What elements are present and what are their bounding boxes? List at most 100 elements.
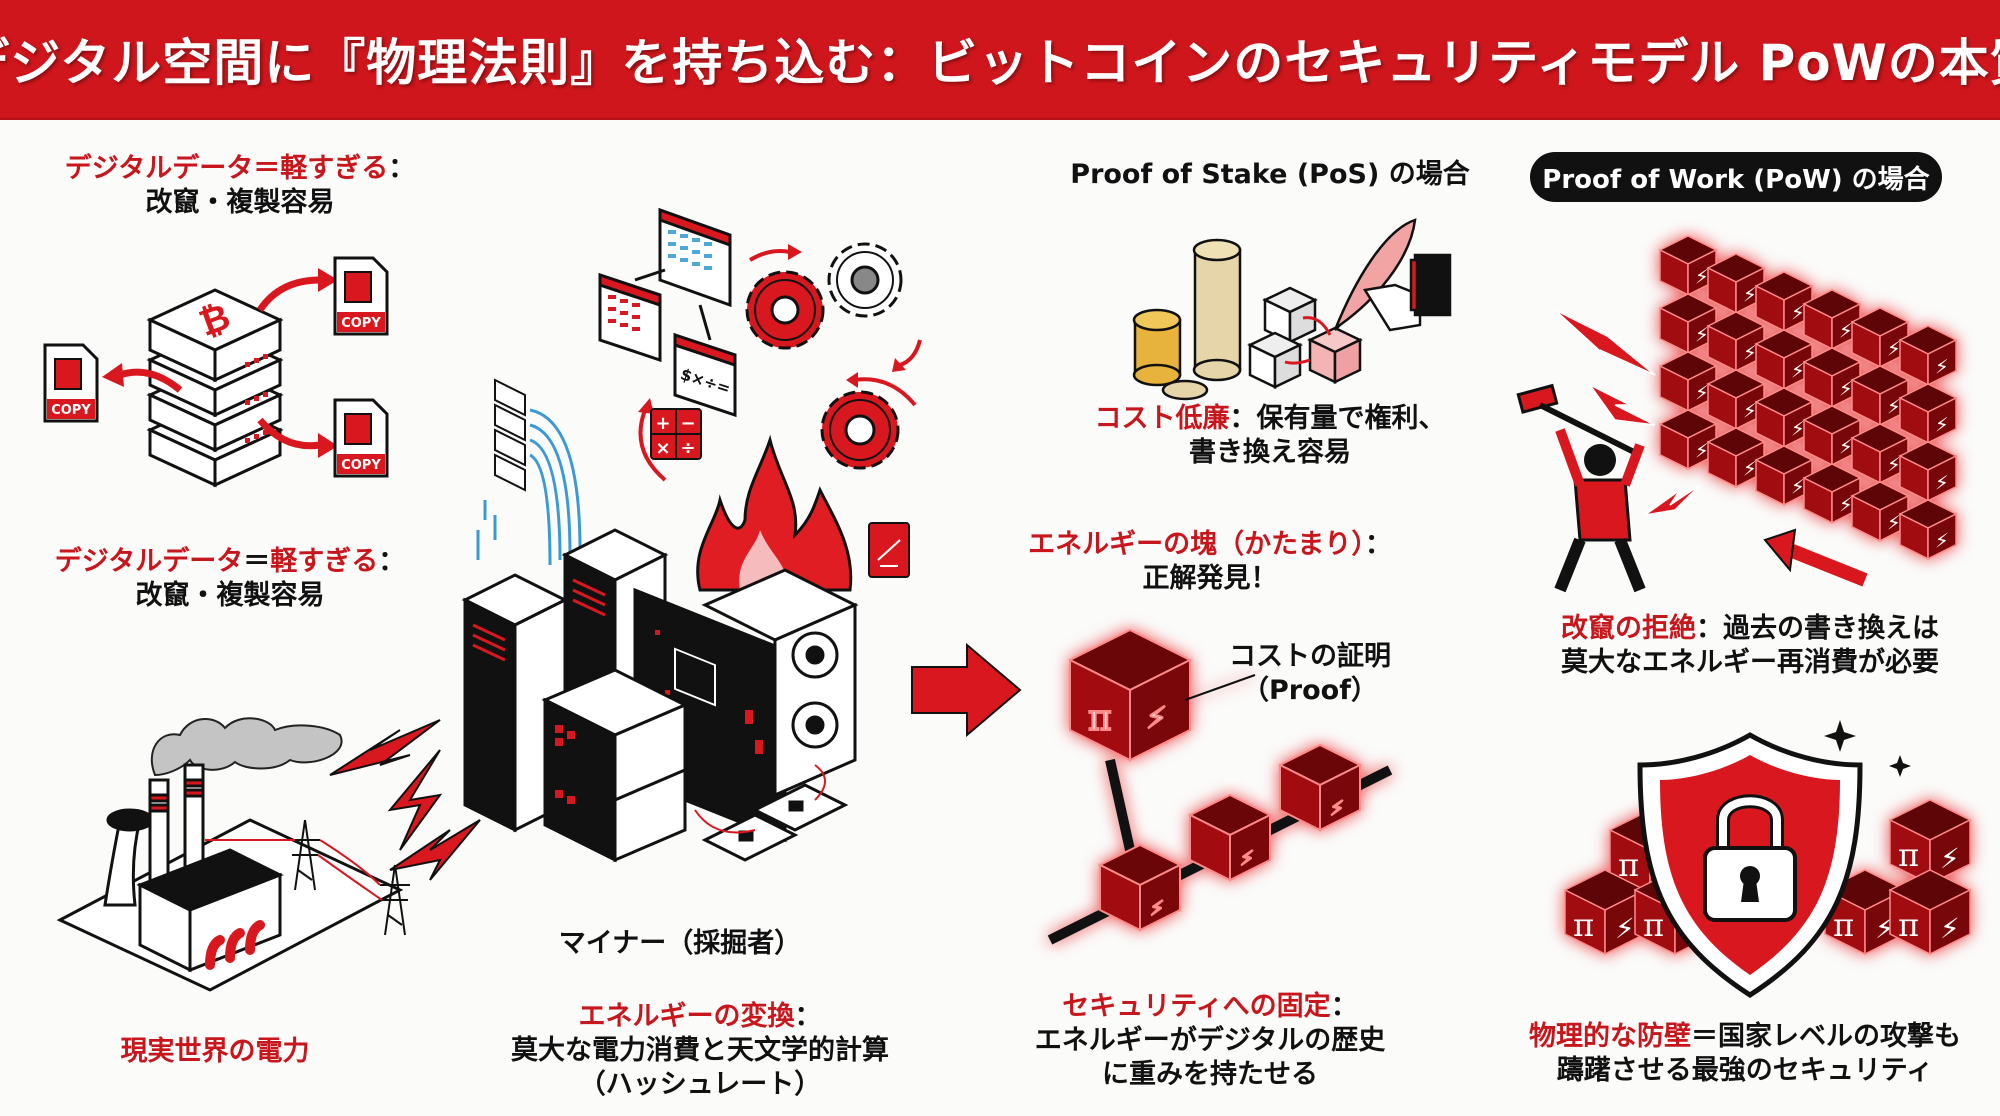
caption-colon: ： (378, 546, 406, 577)
lightning-icon: ⚡ (1695, 266, 1709, 289)
proof-label-line-2: （Proof） (1242, 674, 1378, 706)
coin-stack (1132, 238, 1242, 401)
caption-equals: ＝ (243, 546, 271, 577)
caption-red-text: エネルギーの塊（かたまり） (1028, 529, 1365, 560)
caption-black-text: ：保有量で権利、 (1229, 403, 1446, 434)
block-cube: ⚡ (1187, 793, 1273, 882)
svg-text:COPY: COPY (341, 458, 381, 473)
power-supply-unit (541, 668, 689, 863)
caption-line-1: 莫大な電力消費と天文学的計算 (511, 1034, 889, 1066)
lightning-icon: ⚡ (1743, 342, 1757, 365)
caption-line-2: （ハッシュレート） (578, 1068, 822, 1100)
cycle-arrows (638, 249, 922, 482)
pos-illustration (1132, 218, 1452, 401)
lightning-icon: ⚡ (1695, 440, 1709, 463)
energy-block-cube: ⚡ (1898, 441, 1958, 503)
pi-icon: π (1898, 906, 1919, 944)
page-title: デジタル空間に『物理法則』を持ち込む：ビットコインのセキュリティモデル PoWの… (0, 34, 2000, 92)
caption-line-2: 書き換え容易 (1189, 436, 1351, 468)
digital-data-caption-mid: デジタルデータ＝軽すぎる： 改竄・複製容易 (30, 545, 430, 613)
lightning-icon: ⚡ (1935, 530, 1949, 553)
chimneys (148, 763, 205, 892)
lightning-icon: ⚡ (1935, 472, 1949, 495)
lightning-icon: ⚡ (1887, 454, 1901, 477)
lightning-icon: ⚡ (1615, 912, 1635, 945)
energy-block-cube: ⚡π (1888, 799, 1972, 886)
tamper-rejection-caption: 改竄の拒絶：過去の書き換えは 莫大なエネルギー再消費が必要 (1500, 612, 2000, 680)
security-anchor-caption: セキュリティへの固定： エネルギーがデジタルの歴史 に重みを持たせる (1000, 990, 1420, 1091)
energy-block-cube: ⚡ (1850, 365, 1910, 427)
caption-black-text: ：過去の書き換えは (1696, 613, 1939, 644)
caption-black-text: 正解発見！ (1142, 562, 1278, 594)
caption-line-2: に重みを持たせる (1102, 1058, 1318, 1090)
caption-red-text: デジタルデータ＝軽すぎる (64, 153, 389, 184)
retry-arrow (1787, 543, 1868, 587)
mining-rigs-illustration (461, 528, 859, 863)
block-cube: ⚡ (1277, 743, 1363, 832)
caption-red-text-2: 軽すぎる (270, 546, 379, 577)
lightning-icon: ⚡ (1791, 360, 1805, 383)
data-window-blue (658, 207, 732, 308)
data-window-red (598, 272, 662, 363)
caption-red-text: デジタルデータ (54, 546, 244, 577)
svg-text:COPY: COPY (341, 316, 381, 331)
copy-file-icon: COPY (333, 256, 389, 336)
lightning-icon: ⚡ (1695, 324, 1709, 347)
lightning-icon: ⚡ (1839, 436, 1853, 459)
gear-icon-outline (827, 242, 903, 318)
block-wall-attack-illustration: ⚡⚡⚡⚡⚡⚡⚡⚡⚡⚡⚡⚡⚡⚡⚡⚡⚡⚡⚡⚡⚡⚡⚡⚡ (1516, 235, 1958, 593)
lightning-icon: ⚡ (1839, 320, 1853, 343)
caption-colon: ： (794, 1001, 822, 1032)
lightning-icon: ⚡ (1743, 400, 1757, 423)
lightning-icon: ⚡ (1695, 382, 1709, 405)
power-lines (204, 839, 383, 901)
pos-caption: コスト低廉：保有量で権利、 書き換え容易 (1060, 402, 1480, 470)
red-pipes (205, 920, 265, 970)
caption-black-text: ＝国家レベルの攻撃も (1691, 1021, 1961, 1052)
real-world-power-caption: 現実世界の電力 (120, 1036, 310, 1067)
pi-icon: π (1643, 906, 1664, 944)
lightning-icon: ⚡ (1935, 356, 1949, 379)
energy-block-cube: ⚡ (1706, 311, 1766, 373)
arrow-heads (102, 268, 338, 458)
energy-block-cube: ⚡ (1706, 427, 1766, 489)
energy-block-cube: ⚡ (1898, 325, 1958, 387)
svg-text:⚡: ⚡ (1150, 896, 1164, 920)
impact-bolts (1554, 309, 1701, 516)
shield-lock-illustration: ⚡π⚡π⚡π⚡π⚡π⚡π (1563, 720, 1972, 998)
copy-arrows (118, 276, 321, 450)
miner-label: マイナー（採掘者） (558, 928, 802, 959)
blockchain-illustration: π ⚡ ⚡ ⚡ ⚡ (1047, 628, 1393, 945)
blue-table-cells (668, 230, 712, 270)
energy-block-cube: ⚡ (1754, 387, 1814, 449)
digital-data-caption-top: デジタルデータ＝軽すぎる： 改竄・複製容易 (40, 152, 440, 220)
svg-text:⚡: ⚡ (1146, 701, 1167, 736)
power-plant-illustration (56, 717, 410, 992)
calculator-icon: + − × ÷ (650, 408, 702, 460)
pi-icon: π (1833, 906, 1854, 944)
bitcoin-server-stack-illustration: ₿ COPY COPY COPY (43, 256, 389, 488)
block-cube: ⚡ (1097, 843, 1183, 932)
caption-black-text: 改竄・複製容易 (135, 579, 325, 611)
caption-colon: ： (388, 153, 416, 184)
caption-line-2: 躊躇させる最強のセキュリティ (1556, 1054, 1934, 1086)
energy-block-cube: ⚡ (1850, 423, 1910, 485)
sparkle-icons (1824, 720, 1911, 777)
caption-black-text: 改竄・複製容易 (145, 186, 335, 218)
pi-icon: π (1618, 846, 1639, 884)
chip-boards (701, 783, 849, 862)
lightning-icon: ⚡ (1791, 476, 1805, 499)
caption-red-text: エネルギーの変換 (578, 1001, 795, 1032)
lightning-icon: ⚡ (1935, 414, 1949, 437)
pi-icon: π (1573, 906, 1594, 944)
svg-text:×: × (655, 438, 670, 459)
lightning-icon: ⚡ (1887, 338, 1901, 361)
lightning-icon: ⚡ (1791, 302, 1805, 325)
server-leds (245, 354, 268, 443)
lightning-bolts-left (329, 719, 481, 881)
lightning-icon: ⚡ (1887, 396, 1901, 419)
caption-red-text: 改竄の拒絶 (1561, 613, 1696, 644)
copy-file-icon: COPY (333, 398, 389, 478)
lightning-icon: ⚡ (1887, 512, 1901, 535)
proof-label-line-1: コストの証明 (1229, 641, 1391, 672)
